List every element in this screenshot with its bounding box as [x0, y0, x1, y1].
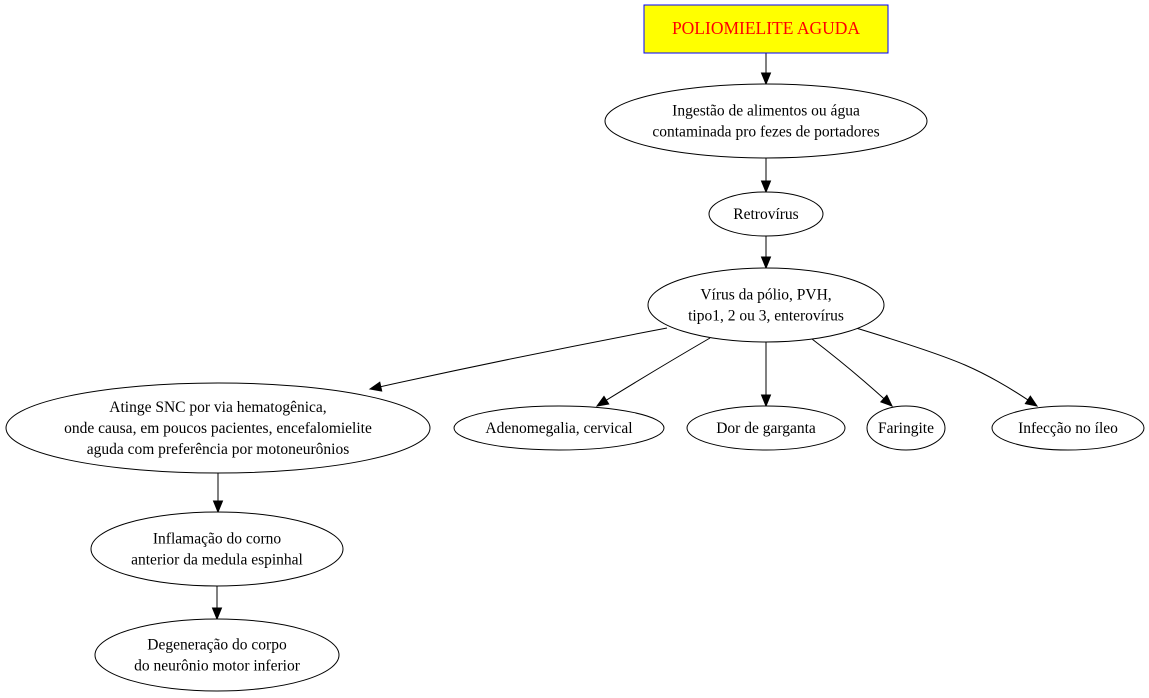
node-label: contaminada pro fezes de portadores: [652, 124, 879, 141]
node-title[interactable]: POLIOMIELITE AGUDA: [643, 4, 889, 54]
arrowhead-icon: [1024, 395, 1039, 407]
edges-layer: [211, 53, 1039, 621]
node-label: Dor de garganta: [716, 420, 816, 437]
node-ingestao[interactable]: Ingestão de alimentos ou água contaminada…: [604, 83, 928, 159]
node-ellipse: [708, 191, 824, 237]
edge-line: [855, 327, 1029, 401]
node-label: Ingestão de alimentos ou água: [672, 103, 860, 120]
node-retrovirus[interactable]: Retrovírus: [708, 191, 824, 237]
node-dor[interactable]: Dor de garganta: [686, 405, 846, 451]
edge-virus-to-dor: [760, 342, 772, 408]
node-infeccao[interactable]: Infecção no íleo: [991, 405, 1145, 451]
title-box: [643, 4, 889, 54]
edge-virus-to-adenomegalia: [595, 337, 711, 407]
edge-atinge-to-inflamacao: [212, 473, 224, 514]
node-label: Vírus da pólio, PVH,: [700, 287, 831, 304]
node-label: Retrovírus: [733, 206, 798, 223]
node-label: aguda com preferência por motoneurônios: [87, 441, 350, 458]
node-ellipse: [991, 405, 1145, 451]
edge-line: [379, 327, 668, 388]
edge-title-to-ingestao: [760, 53, 772, 86]
node-label: Inflamação do corno: [153, 531, 281, 548]
node-label: anterior da medula espinhal: [131, 552, 303, 569]
node-ellipse: [686, 405, 846, 451]
node-label: Adenomegalia, cervical: [485, 420, 632, 437]
arrowhead-icon: [368, 381, 383, 392]
edge-virus-to-infeccao: [855, 327, 1039, 407]
diagram-title: POLIOMIELITE AGUDA: [672, 18, 860, 38]
arrowhead-icon: [211, 607, 223, 621]
edge-virus-to-atinge: [368, 327, 668, 392]
arrowhead-icon: [760, 72, 772, 86]
edge-retrovirus-to-virus: [760, 236, 772, 270]
node-ellipse: [5, 382, 431, 474]
node-label: do neurônio motor inferior: [134, 658, 301, 675]
node-atinge[interactable]: Atinge SNC por via hematogênica, onde cau…: [5, 382, 431, 474]
edge-ingestao-to-retrovirus: [760, 158, 772, 194]
node-ellipse: [604, 83, 928, 159]
arrowhead-icon: [879, 394, 893, 407]
node-label: Faringite: [878, 420, 934, 437]
node-inflamacao[interactable]: Inflamação do corno anterior da medula es…: [90, 511, 344, 587]
node-adenomegalia[interactable]: Adenomegalia, cervical: [453, 405, 665, 451]
node-degeneracao[interactable]: Degeneração do corpo do neurônio motor in…: [94, 618, 340, 692]
node-label: onde causa, em poucos pacientes, encefal…: [64, 420, 372, 437]
arrowhead-icon: [760, 180, 772, 194]
edge-line: [605, 337, 711, 402]
node-ellipse: [453, 405, 665, 451]
arrowhead-icon: [212, 500, 224, 514]
node-label: Degeneração do corpo: [147, 637, 287, 654]
node-ellipse: [647, 267, 885, 343]
node-virus[interactable]: Vírus da pólio, PVH, tipo1, 2 ou 3, enter…: [647, 267, 885, 343]
nodes-layer: POLIOMIELITE AGUDA Ingestão de alimentos …: [5, 4, 1145, 692]
edge-virus-to-faringite: [811, 338, 893, 407]
node-ellipse: [90, 511, 344, 587]
node-label: Infecção no íleo: [1018, 420, 1118, 437]
node-faringite[interactable]: Faringite: [866, 405, 946, 451]
node-label: Atinge SNC por via hematogênica,: [109, 399, 326, 416]
arrowhead-icon: [595, 395, 610, 407]
arrowhead-icon: [760, 256, 772, 270]
node-ellipse: [94, 618, 340, 692]
node-ellipse: [866, 405, 946, 451]
arrowhead-icon: [760, 394, 772, 408]
node-label: tipo1, 2 ou 3, enterovírus: [688, 308, 844, 325]
edge-line: [811, 338, 885, 400]
edge-inflamacao-to-degeneracao: [211, 586, 223, 621]
